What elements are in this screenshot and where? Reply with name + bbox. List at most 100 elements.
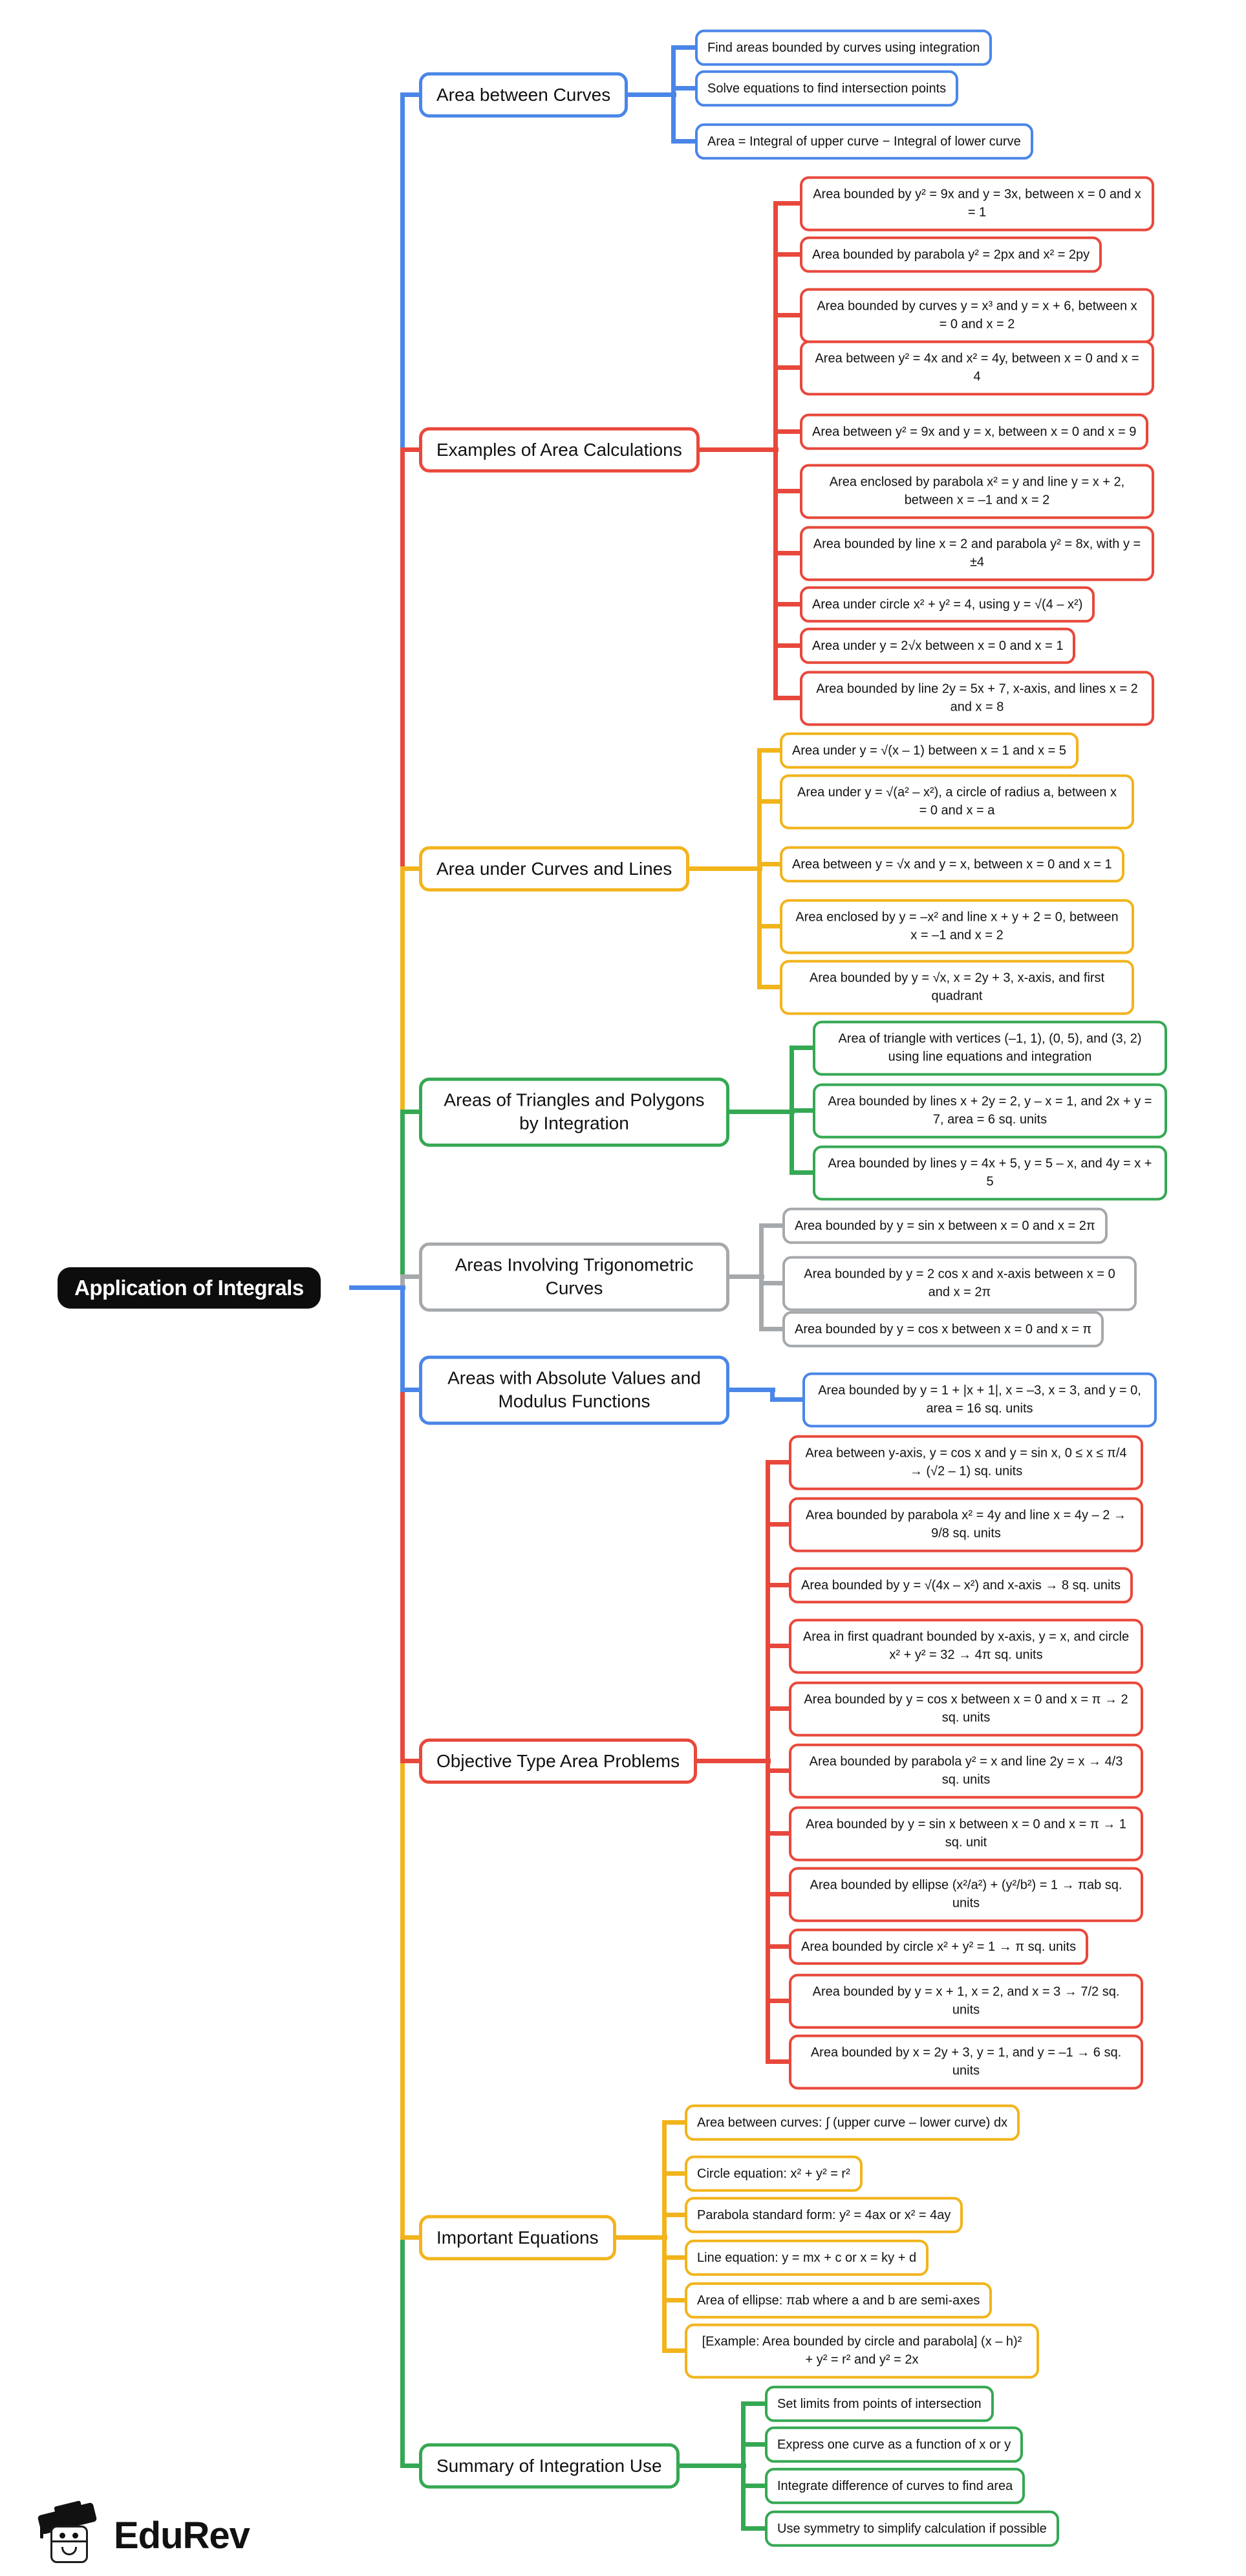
connector-leaf-stub: [766, 1460, 797, 1465]
leaf-node-3-0[interactable]: Area of triangle with vertices (–1, 1), …: [813, 1020, 1167, 1076]
leaf-node-6-0[interactable]: Area between y-axis, y = cos x and y = s…: [789, 1435, 1143, 1490]
connector-leaf-stub: [789, 1046, 821, 1050]
connector-trunk: [400, 1390, 405, 1761]
connector-leaf-stub: [766, 1706, 797, 1711]
mascot-face: [50, 2526, 88, 2563]
connector-leaf-stub: [770, 1397, 810, 1402]
connector-trunk: [400, 2238, 405, 2466]
connector-leaf-stub: [759, 1223, 790, 1228]
leaf-node-6-7[interactable]: Area bounded by ellipse (x²/a²) + (y²/b²…: [789, 1867, 1143, 1922]
leaf-node-0-0[interactable]: Find areas bounded by curves using integ…: [695, 29, 993, 67]
branch-node-1[interactable]: Examples of Area Calculations: [419, 427, 700, 473]
connector-leaf-stub: [766, 1768, 797, 1773]
connector-leaf-stub: [759, 1327, 790, 1331]
connector-leaf-stub: [766, 1892, 797, 1896]
connector-leaf-stub: [662, 2120, 693, 2125]
connector-subtrunk: [741, 2404, 746, 2529]
leaf-node-2-3[interactable]: Area enclosed by y = –x² and line x + y …: [780, 899, 1134, 954]
leaf-node-2-2[interactable]: Area between y = √x and y = x, between x…: [780, 846, 1124, 883]
leaf-node-6-2[interactable]: Area bounded by y = √(4x – x²) and x-axi…: [789, 1567, 1133, 1604]
leaf-node-6-8[interactable]: Area bounded by circle x² + y² = 1 → π s…: [789, 1928, 1089, 1966]
leaf-node-1-9[interactable]: Area bounded by line 2y = 5x + 7, x-axis…: [800, 671, 1154, 726]
connector-leaf-stub: [662, 2171, 693, 2176]
leaf-node-8-2[interactable]: Integrate difference of curves to find a…: [765, 2467, 1026, 2505]
connector-subtrunk: [671, 48, 676, 142]
leaf-node-4-1[interactable]: Area bounded by y = 2 cos x and x-axis b…: [782, 1256, 1137, 1311]
connector-leaf-stub: [766, 1999, 797, 2003]
connector-leaf-stub: [773, 489, 808, 493]
leaf-node-7-0[interactable]: Area between curves: ∫ (upper curve – lo…: [685, 2104, 1020, 2141]
leaf-node-1-5[interactable]: Area enclosed by parabola x² = y and lin…: [800, 464, 1154, 519]
mascot-smile: [61, 2547, 77, 2555]
leaf-node-6-10[interactable]: Area bounded by x = 2y + 3, y = 1, and y…: [789, 2034, 1143, 2090]
connector-leaf-stub: [773, 551, 808, 555]
mascot-eye-left: [59, 2533, 65, 2538]
leaf-node-2-0[interactable]: Area under y = √(x – 1) between x = 1 an…: [780, 732, 1079, 769]
leaf-node-1-7[interactable]: Area under circle x² + y² = 4, using y =…: [800, 586, 1095, 623]
connector-leaf-stub: [757, 862, 788, 866]
leaf-node-2-4[interactable]: Area bounded by y = √x, x = 2y + 3, x-ax…: [780, 960, 1134, 1015]
branch-node-7[interactable]: Important Equations: [419, 2215, 616, 2261]
branch-node-2[interactable]: Area under Curves and Lines: [419, 846, 690, 892]
connector-leaf-stub: [741, 2401, 773, 2406]
leaf-node-8-1[interactable]: Express one curve as a function of x or …: [765, 2426, 1024, 2463]
leaf-node-3-2[interactable]: Area bounded by lines y = 4x + 5, y = 5 …: [813, 1145, 1167, 1201]
leaf-node-6-3[interactable]: Area in first quadrant bounded by x-axis…: [789, 1618, 1143, 1674]
leaf-node-4-2[interactable]: Area bounded by y = cos x between x = 0 …: [782, 1311, 1104, 1348]
leaf-node-4-0[interactable]: Area bounded by y = sin x between x = 0 …: [782, 1207, 1108, 1245]
leaf-node-8-0[interactable]: Set limits from points of intersection: [765, 2385, 994, 2423]
connector-leaf-stub: [759, 1281, 790, 1285]
leaf-node-6-5[interactable]: Area bounded by parabola y² = x and line…: [789, 1743, 1143, 1799]
branch-node-5[interactable]: Areas with Absolute Values and Modulus F…: [419, 1355, 729, 1425]
leaf-node-6-4[interactable]: Area bounded by y = cos x between x = 0 …: [789, 1681, 1143, 1737]
branch-node-4[interactable]: Areas Involving Trigonometric Curves: [419, 1242, 729, 1312]
connector-leaf-stub: [662, 2213, 693, 2217]
leaf-node-7-3[interactable]: Line equation: y = mx + c or x = ky + d: [685, 2239, 929, 2277]
leaf-node-1-0[interactable]: Area bounded by y² = 9x and y = 3x, betw…: [800, 176, 1154, 231]
leaf-node-7-5[interactable]: [Example: Area bounded by circle and par…: [685, 2323, 1039, 2379]
leaf-node-1-1[interactable]: Area bounded by parabola y² = 2px and x²…: [800, 236, 1102, 274]
leaf-node-7-1[interactable]: Circle equation: x² + y² = r²: [685, 2155, 863, 2193]
connector-subtrunk: [757, 751, 762, 987]
leaf-node-6-6[interactable]: Area bounded by y = sin x between x = 0 …: [789, 1806, 1143, 1862]
edurev-logo: EduRev: [37, 2500, 341, 2571]
leaf-node-0-1[interactable]: Solve equations to find intersection poi…: [695, 70, 959, 107]
connector-leaf-stub: [757, 985, 788, 989]
connector-leaf-stub: [662, 2348, 693, 2353]
connector-leaf-stub: [662, 2255, 693, 2260]
leaf-node-1-2[interactable]: Area bounded by curves y = x³ and y = x …: [800, 288, 1154, 343]
connector-leaf-stub: [789, 1108, 821, 1113]
branch-node-6[interactable]: Objective Type Area Problems: [419, 1738, 698, 1785]
branch-node-0[interactable]: Area between Curves: [419, 72, 628, 118]
connector-leaf-stub: [671, 45, 703, 50]
connector-trunk: [400, 95, 405, 450]
root-node[interactable]: Application of Integrals: [58, 1267, 321, 1309]
connector-leaf-stub: [741, 2526, 773, 2531]
leaf-node-8-3[interactable]: Use symmetry to simplify calculation if …: [765, 2510, 1059, 2548]
leaf-node-1-4[interactable]: Area between y² = 9x and y = x, between …: [800, 413, 1149, 451]
connector-trunk: [400, 1112, 405, 1277]
connector-subtrunk: [773, 204, 778, 698]
connector-leaf-stub: [789, 1170, 821, 1175]
connector-trunk: [400, 869, 405, 1112]
connector-leaf-stub: [766, 1831, 797, 1836]
leaf-node-6-9[interactable]: Area bounded by y = x + 1, x = 2, and x …: [789, 1973, 1143, 2029]
connector-leaf-stub: [766, 2059, 797, 2064]
leaf-node-7-4[interactable]: Area of ellipse: πab where a and b are s…: [685, 2282, 993, 2319]
branch-node-8[interactable]: Summary of Integration Use: [419, 2443, 680, 2489]
leaf-node-6-1[interactable]: Area bounded by parabola x² = 4y and lin…: [789, 1497, 1143, 1552]
connector-leaf-stub: [773, 313, 808, 317]
branch-node-3[interactable]: Areas of Triangles and Polygons by Integ…: [419, 1077, 729, 1147]
leaf-node-5-0[interactable]: Area bounded by y = 1 + |x + 1|, x = –3,…: [802, 1372, 1157, 1428]
leaf-node-7-2[interactable]: Parabola standard form: y² = 4ax or x² =…: [685, 2196, 963, 2234]
leaf-node-1-8[interactable]: Area under y = 2√x between x = 0 and x =…: [800, 627, 1076, 665]
connector-subtrunk: [766, 1463, 770, 2062]
leaf-node-0-2[interactable]: Area = Integral of upper curve − Integra…: [695, 123, 1033, 160]
connector-leaf-stub: [662, 2298, 693, 2302]
leaf-node-1-3[interactable]: Area between y² = 4x and x² = 4y, betwee…: [800, 340, 1154, 396]
leaf-node-3-1[interactable]: Area bounded by lines x + 2y = 2, y – x …: [813, 1083, 1167, 1139]
leaf-node-2-1[interactable]: Area under y = √(a² – x²), a circle of r…: [780, 774, 1134, 830]
connector-trunk: [400, 1761, 405, 2238]
leaf-node-1-6[interactable]: Area bounded by line x = 2 and parabola …: [800, 526, 1154, 581]
connector-leaf-stub: [757, 924, 788, 928]
